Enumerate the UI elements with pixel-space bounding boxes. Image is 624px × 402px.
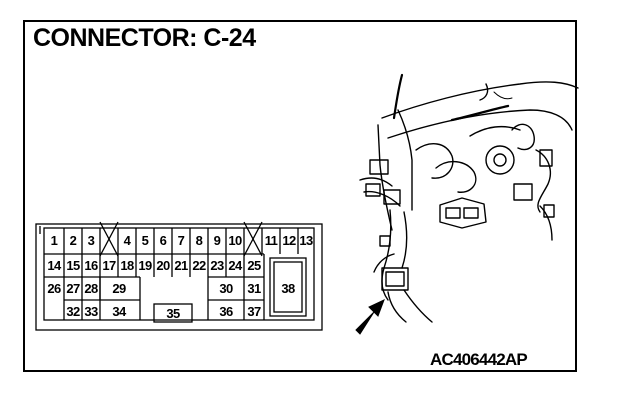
pin-label: 33 [84,304,98,319]
pin-label: 34 [112,304,127,319]
pin-label: 25 [247,258,261,273]
dashboard-harness-illustration [359,73,579,323]
pin-label: 14 [47,258,62,273]
pin-label: 2 [70,233,77,248]
pin-label: 5 [142,233,149,248]
pin-label: 29 [112,281,126,296]
diagram-frame [23,20,577,372]
pin-label: 13 [299,233,313,248]
pin-label: 22 [192,258,206,273]
pin-label: 9 [214,233,221,248]
pin-label: 32 [66,304,80,319]
pin-label: 23 [210,258,224,273]
pin-label: 24 [228,258,243,273]
pin-label: 3 [88,233,95,248]
connector-face [35,221,323,331]
pin-label: 16 [84,258,98,273]
pin-label: 8 [196,233,203,248]
connector-pin-labels: 1 2 3 4 5 6 7 8 9 10 11 12 13 14 15 16 1… [47,233,313,321]
figure-code: AC406442AP [430,350,528,369]
pin-label: 28 [84,281,98,296]
connector-title: CONNECTOR: C-24 [33,24,256,52]
pin-label: 31 [247,281,261,296]
pin-label: 26 [47,281,61,296]
pin-label: 38 [281,281,295,296]
pin-label: 12 [282,233,296,248]
pin-label: 19 [138,258,152,273]
pin-label: 6 [160,233,167,248]
pin-label: 1 [51,233,58,248]
pin-label: 18 [120,258,134,273]
pin-label: 35 [166,306,180,321]
pin-label: 15 [66,258,80,273]
pin-label: 10 [228,233,242,248]
pin-label: 20 [156,258,170,273]
pin-label: 4 [124,233,132,248]
pin-label: 7 [178,233,185,248]
pin-label: 30 [219,281,233,296]
pin-label: 36 [219,304,233,319]
locator-arrow [355,299,385,335]
pin-label: 21 [174,258,188,273]
pin-label: 11 [265,233,278,248]
pin-label: 37 [247,304,261,319]
pin-label: 27 [66,281,80,296]
pin-label: 17 [102,258,116,273]
